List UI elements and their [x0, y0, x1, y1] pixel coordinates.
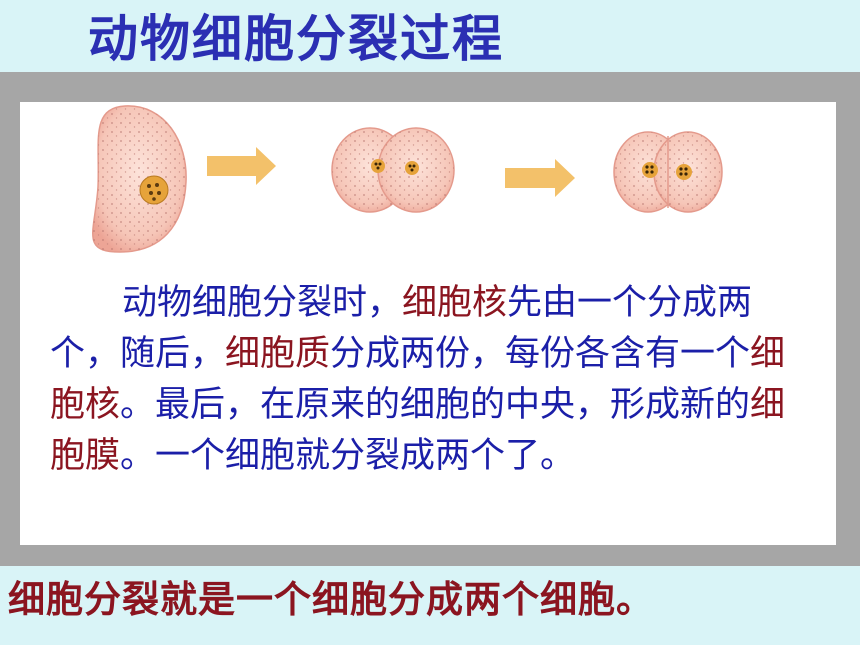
text-segment: 动物细胞分裂时，: [122, 283, 403, 323]
arrow-right-icon: [505, 159, 575, 197]
nucleus: [139, 175, 169, 205]
description-paragraph: 动物细胞分裂时，细胞核先由一个分成两个，随后，细胞质分成两份，每份各含有一个细胞…: [50, 278, 790, 482]
text-segment: 先由一个分成两个，随后，: [50, 283, 753, 374]
keyword-cell-membrane: 细胞膜: [50, 385, 786, 476]
keyword-nucleus: 细胞核: [50, 334, 786, 425]
content-panel: 动物细胞分裂时，细胞核先由一个分成两个，随后，细胞质分成两份，每份各含有一个细胞…: [20, 102, 836, 545]
cell-divided: [613, 131, 723, 213]
page-title: 动物细胞分裂过程: [88, 10, 504, 68]
conclusion-text: 细胞分裂就是一个细胞分成两个细胞。: [8, 578, 654, 621]
text-segment: 。一个细胞就分裂成两个了。: [120, 436, 576, 476]
keyword-cytoplasm: 细胞质: [225, 334, 331, 374]
cell-division-figure: [92, 105, 723, 253]
cell-dividing: [331, 127, 455, 213]
nucleus: [642, 162, 658, 178]
arrow-right-icon: [207, 147, 276, 185]
nucleus: [405, 161, 419, 175]
nucleus: [371, 159, 385, 173]
keyword-nucleus: 细胞核: [402, 283, 508, 323]
content-frame: 动物细胞分裂时，细胞核先由一个分成两个，随后，细胞质分成两份，每份各含有一个细胞…: [0, 72, 860, 566]
nucleus: [676, 164, 692, 180]
text-segment: 。最后，在原来的细胞的中央，形成新的: [120, 385, 751, 425]
text-segment: 分成两份，每份各含有一个: [330, 334, 751, 374]
cell-single: [92, 105, 187, 253]
